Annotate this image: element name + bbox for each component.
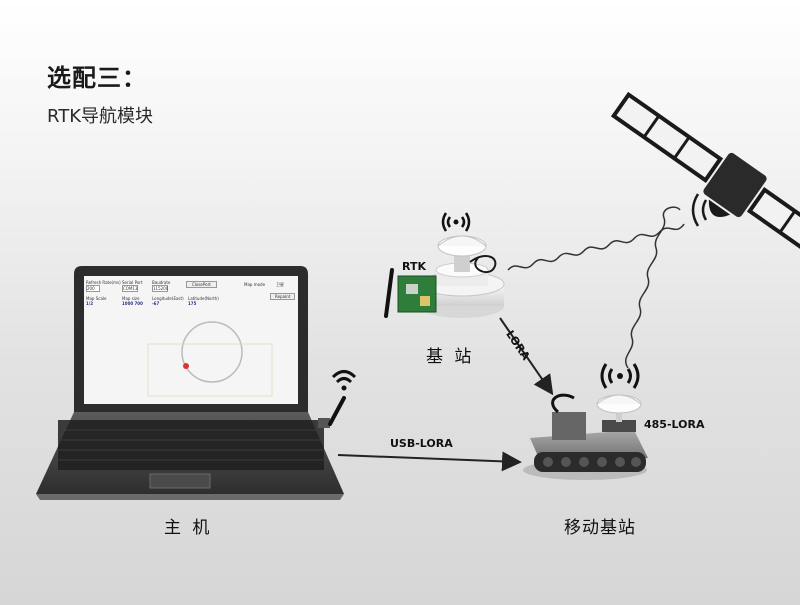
page-heading: 选配三： [47,64,147,92]
host-caption: 主 机 [164,518,213,538]
field-value: 200 [86,285,100,292]
base-station-device [384,212,505,318]
stat-label: Map size [122,296,140,301]
laptop-host [36,266,357,500]
stat-map-size: Map size 1000 700 [122,296,143,306]
lora-arrow [499,317,554,396]
usb-lora-dongle [318,418,330,428]
satellite-icon [610,91,800,279]
stat-value: 1000 700 [122,301,143,306]
field-label: Baudrate [152,280,171,285]
field-baud: Baudrate 115200 [152,280,170,292]
screen-map-circle [181,321,243,383]
map-mode-checkbox: Map mode [244,282,266,287]
satellite-radio: 卫星 [276,282,284,287]
field-refresh: Refresh Rate(ms) 200 [86,280,121,292]
stat-longitude: Longitude(East) -67 [152,296,184,306]
repaint-button: Repaint [270,293,296,300]
wifi-icon [331,370,357,391]
wifi-signal-icon-mobile [600,363,640,389]
mobile-base-caption: 移动基站 [564,518,636,538]
field-label: Serial Port [122,280,143,285]
page-subheading: RTK导航模块 [47,106,153,127]
close-port-button: ClosePort [186,281,217,288]
touchpad [149,473,211,489]
base-station-caption: 基 站 [426,347,475,367]
field-value: COM13 [122,285,138,292]
screen-vehicle-marker [183,363,189,369]
wifi-signal-icon [441,212,471,232]
mobile-robot [523,363,648,480]
stat-latitude: Latitude(North) 175 [188,296,219,306]
stat-map-scale: Map Scale 1/2 [86,296,106,306]
stat-label: Map Scale [86,296,107,301]
stat-value: -67 [152,301,160,306]
stat-value: 1/2 [86,301,94,306]
rtk-label: RTK [402,260,427,273]
stat-label: Longitude(East) [152,296,184,301]
lora-485-label: 485-LORA [644,418,705,431]
keyboard [58,420,324,470]
stat-label: Latitude(North) [188,296,219,301]
usb-lora-arrow [337,451,522,472]
field-label: Refresh Rate(ms) [86,280,121,285]
field-serial: Serial Port COM13 [122,280,143,292]
stat-value: 175 [188,301,197,306]
screen-ui: Refresh Rate(ms) 200 Serial Port COM13 B… [86,280,296,312]
satellite-link-mobile [625,206,681,369]
satellite-link-base [507,223,685,271]
usb-lora-label: USB-LORA [390,437,453,450]
field-value: 115200 [152,285,169,292]
robot-track [534,452,646,472]
